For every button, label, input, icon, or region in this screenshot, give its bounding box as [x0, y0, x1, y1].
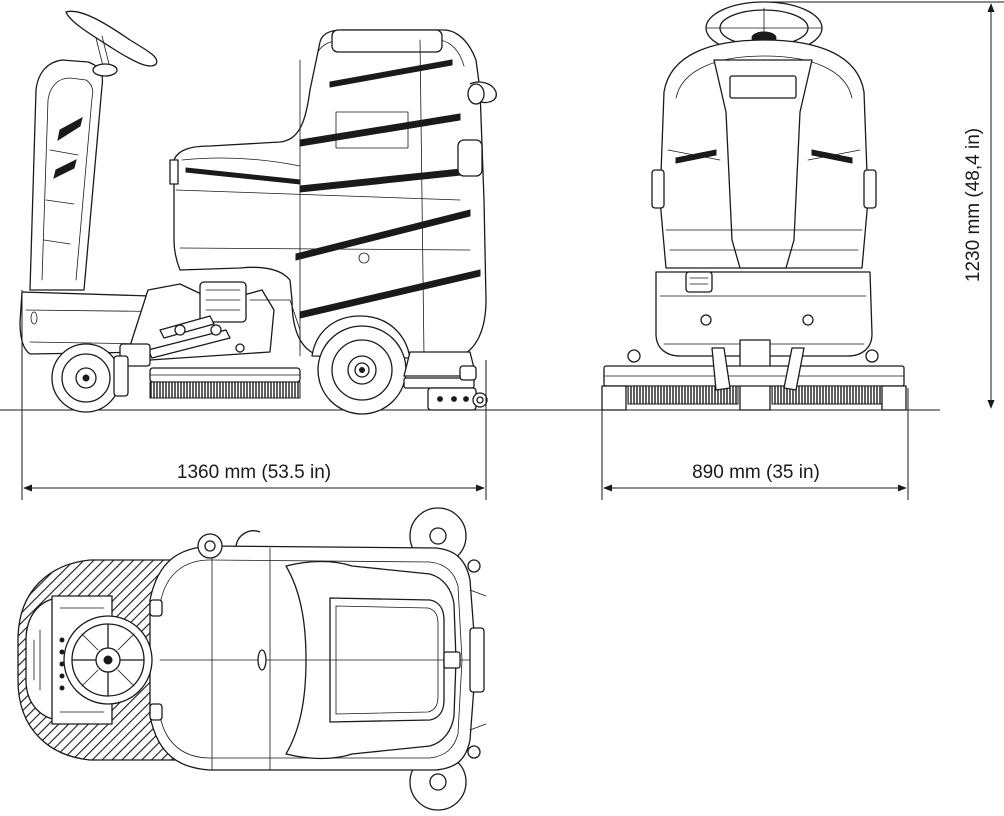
front-wheel-icon — [51, 343, 129, 413]
steering-column — [29, 59, 104, 291]
width-label: 890 mm (35 in) — [692, 462, 820, 483]
length-label: 1360 mm (53.5 in) — [177, 462, 331, 483]
brush-deck-linkage — [119, 281, 301, 367]
front-view — [601, 1, 907, 411]
machine-body — [169, 29, 497, 357]
side-brush-icon — [149, 367, 301, 399]
dimension-length: 1360 mm (53.5 in) — [21, 290, 487, 500]
front-body — [651, 39, 877, 269]
steering-wheel-icon — [63, 615, 153, 705]
front-chassis — [655, 271, 873, 411]
dimension-height: 1230 mm (48,4 in) — [762, 1, 1004, 409]
squeegee-icon — [403, 351, 488, 411]
dimension-width: 890 mm (35 in) — [601, 388, 909, 500]
height-label: 1230 mm (48,4 in) — [963, 128, 984, 282]
top-view — [17, 507, 487, 811]
steering-wheel-icon — [65, 10, 158, 77]
rear-wheel-icon — [311, 315, 411, 415]
top-body — [149, 530, 487, 771]
side-view — [0, 10, 940, 415]
front-brush-deck — [601, 347, 907, 411]
